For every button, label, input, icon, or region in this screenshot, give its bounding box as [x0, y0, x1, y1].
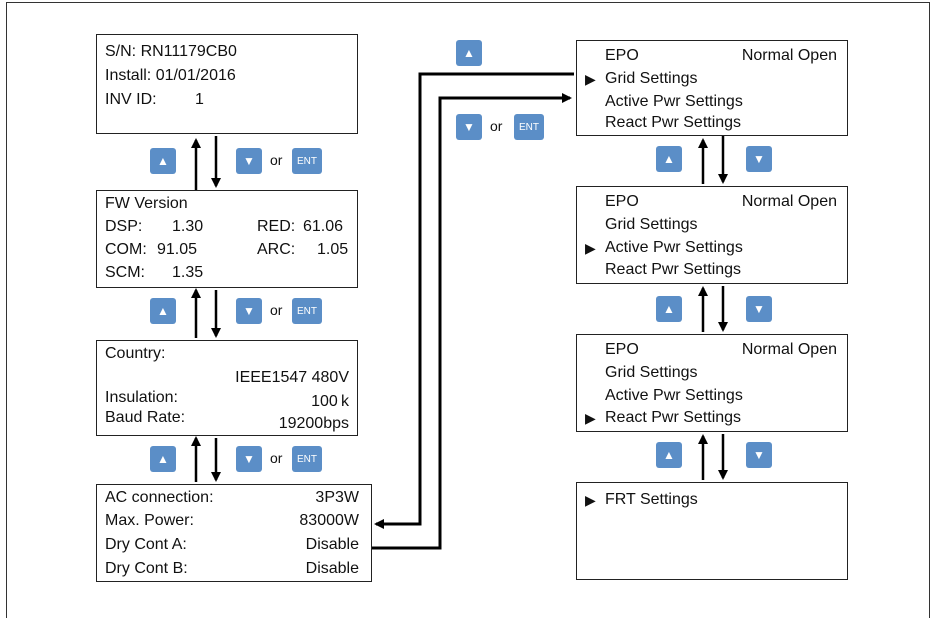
screen-serial-info: S/N: RN11179CB0 Install: 01/01/2016 INV … — [96, 34, 358, 134]
ac-connection-value: 3P3W — [315, 489, 359, 506]
cursor-icon: ▶ — [585, 240, 596, 256]
cursor-icon: ▶ — [585, 410, 596, 426]
menu-item-active-pwr[interactable]: Active Pwr Settings — [605, 239, 743, 256]
red-value: 61.06 — [303, 218, 344, 235]
insulation-value: 100 k — [311, 393, 349, 410]
up-button[interactable]: ▲ — [150, 298, 176, 324]
screen-firmware: FW Version DSP: 1.30 RED: 61.06 COM: 91.… — [96, 190, 358, 288]
epo-value: Normal Open — [741, 47, 837, 64]
or-text: or — [490, 118, 503, 134]
or-text: or — [270, 152, 283, 168]
menu-screen-frt: ▶ FRT Settings — [576, 482, 848, 580]
menu-item-react-pwr[interactable]: React Pwr Settings — [605, 114, 742, 131]
baud-value: 19200bps — [278, 415, 349, 432]
install-date: Install: 01/01/2016 — [105, 67, 236, 84]
screen-country: Country: IEEE1547 480V Insulation: 100 k… — [96, 340, 358, 436]
enter-button[interactable]: ENT — [514, 114, 544, 140]
max-power-value: 83000W — [299, 512, 359, 529]
menu-item-react-pwr[interactable]: React Pwr Settings — [605, 261, 742, 278]
country-value: IEEE1547 480V — [235, 369, 349, 386]
dry-cont-a-label: Dry Cont A: — [105, 536, 187, 553]
or-text: or — [270, 302, 283, 318]
insulation-label: Insulation: — [105, 389, 178, 406]
dry-cont-b-value: Disable — [305, 560, 359, 577]
dsp-label: DSP: — [105, 218, 143, 235]
dsp-value: 1.30 — [172, 218, 204, 235]
com-value: 91.05 — [157, 241, 198, 258]
dry-cont-a-value: Disable — [305, 536, 359, 553]
menu-item-grid-settings[interactable]: Grid Settings — [605, 364, 698, 381]
up-button[interactable]: ▲ — [656, 146, 682, 172]
red-label: RED: — [257, 218, 296, 235]
epo-value: Normal Open — [741, 341, 837, 358]
down-button[interactable]: ▼ — [236, 298, 262, 324]
com-label: COM: — [105, 241, 147, 258]
enter-button[interactable]: ENT — [292, 148, 322, 174]
enter-button[interactable]: ENT — [292, 298, 322, 324]
epo-value: Normal Open — [741, 193, 837, 210]
epo-label: EPO — [605, 193, 639, 210]
inv-id-value: 1 — [195, 91, 204, 108]
dry-cont-b-label: Dry Cont B: — [105, 560, 188, 577]
enter-button[interactable]: ENT — [292, 446, 322, 472]
down-button[interactable]: ▼ — [746, 442, 772, 468]
down-button[interactable]: ▼ — [456, 114, 482, 140]
ac-connection-label: AC connection: — [105, 489, 214, 506]
arc-label: ARC: — [257, 241, 296, 258]
serial-number: S/N: RN11179CB0 — [105, 43, 237, 60]
menu-item-frt-settings[interactable]: FRT Settings — [605, 491, 698, 508]
up-button[interactable]: ▲ — [150, 446, 176, 472]
menu-screen-active: EPO Normal Open Grid Settings ▶ Active P… — [576, 186, 848, 284]
menu-screen-react: EPO Normal Open Grid Settings Active Pwr… — [576, 334, 848, 432]
arc-value: 1.05 — [317, 241, 349, 258]
menu-item-active-pwr[interactable]: Active Pwr Settings — [605, 387, 743, 404]
fw-title: FW Version — [105, 195, 188, 212]
screen-ac-connection: AC connection: 3P3W Max. Power: 83000W D… — [96, 484, 372, 582]
cursor-icon: ▶ — [585, 71, 596, 87]
country-label: Country: — [105, 345, 166, 362]
menu-item-grid-settings[interactable]: Grid Settings — [605, 70, 698, 87]
menu-item-grid-settings[interactable]: Grid Settings — [605, 216, 698, 233]
inv-id-label: INV ID: — [105, 91, 157, 108]
menu-item-active-pwr[interactable]: Active Pwr Settings — [605, 93, 743, 110]
menu-screen-grid: EPO Normal Open ▶ Grid Settings Active P… — [576, 40, 848, 136]
epo-label: EPO — [605, 47, 639, 64]
epo-label: EPO — [605, 341, 639, 358]
down-button[interactable]: ▼ — [236, 446, 262, 472]
up-button[interactable]: ▲ — [656, 296, 682, 322]
scm-value: 1.35 — [172, 264, 204, 281]
down-button[interactable]: ▼ — [746, 296, 772, 322]
max-power-label: Max. Power: — [105, 512, 194, 529]
up-button[interactable]: ▲ — [456, 40, 482, 66]
down-button[interactable]: ▼ — [746, 146, 772, 172]
scm-label: SCM: — [105, 264, 145, 281]
down-button[interactable]: ▼ — [236, 148, 262, 174]
up-button[interactable]: ▲ — [150, 148, 176, 174]
up-button[interactable]: ▲ — [656, 442, 682, 468]
diagram-frame — [6, 2, 930, 618]
or-text: or — [270, 450, 283, 466]
cursor-icon: ▶ — [585, 492, 596, 508]
baud-label: Baud Rate: — [105, 409, 186, 426]
menu-item-react-pwr[interactable]: React Pwr Settings — [605, 409, 742, 426]
